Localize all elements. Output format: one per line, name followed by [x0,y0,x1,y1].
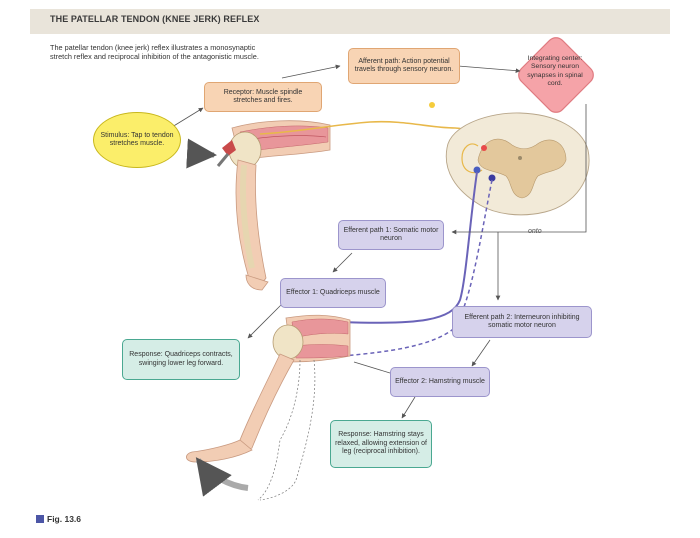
page-title: THE PATELLAR TENDON (KNEE JERK) REFLEX [50,14,260,24]
title-band [30,9,670,34]
upper-leg-figure [186,120,331,291]
onto-label: onto [528,228,542,235]
integrating-center-text: Integrating center: Sensory neuron synap… [527,55,583,87]
stimulus-ellipse: Stimulus: Tap to tendon stretches muscle… [93,112,181,168]
integrating-center-diamond [518,37,594,113]
effector-1-box: Effector 1: Quadriceps muscle [280,278,386,308]
lower-leg-figure [186,314,351,501]
intro-text: The patellar tendon (knee jerk) reflex i… [50,43,259,61]
figure-marker [36,515,44,523]
receptor-box: Receptor: Muscle spindle stretches and f… [204,82,322,112]
action-potential-spark [429,102,435,108]
figure-caption: Fig. 13.6 [36,514,81,524]
efferent-path-2-box: Efferent path 2: Interneuron inhibiting … [452,306,592,338]
response-2-box: Response: Hamstring stays relaxed, allow… [330,420,432,468]
afferent-path-box: Afferent path: Action potential travels … [348,48,460,84]
motor-neuron-path [341,171,478,324]
spinal-cord-cross-section [445,112,590,216]
efferent-path-1-box: Efferent path 1: Somatic motor neuron [338,220,444,250]
figure-label: Fig. 13.6 [47,514,82,524]
effector-2-box: Effector 2: Hamstring muscle [390,367,490,397]
response-1-box: Response: Quadriceps contracts, swinging… [122,339,240,380]
